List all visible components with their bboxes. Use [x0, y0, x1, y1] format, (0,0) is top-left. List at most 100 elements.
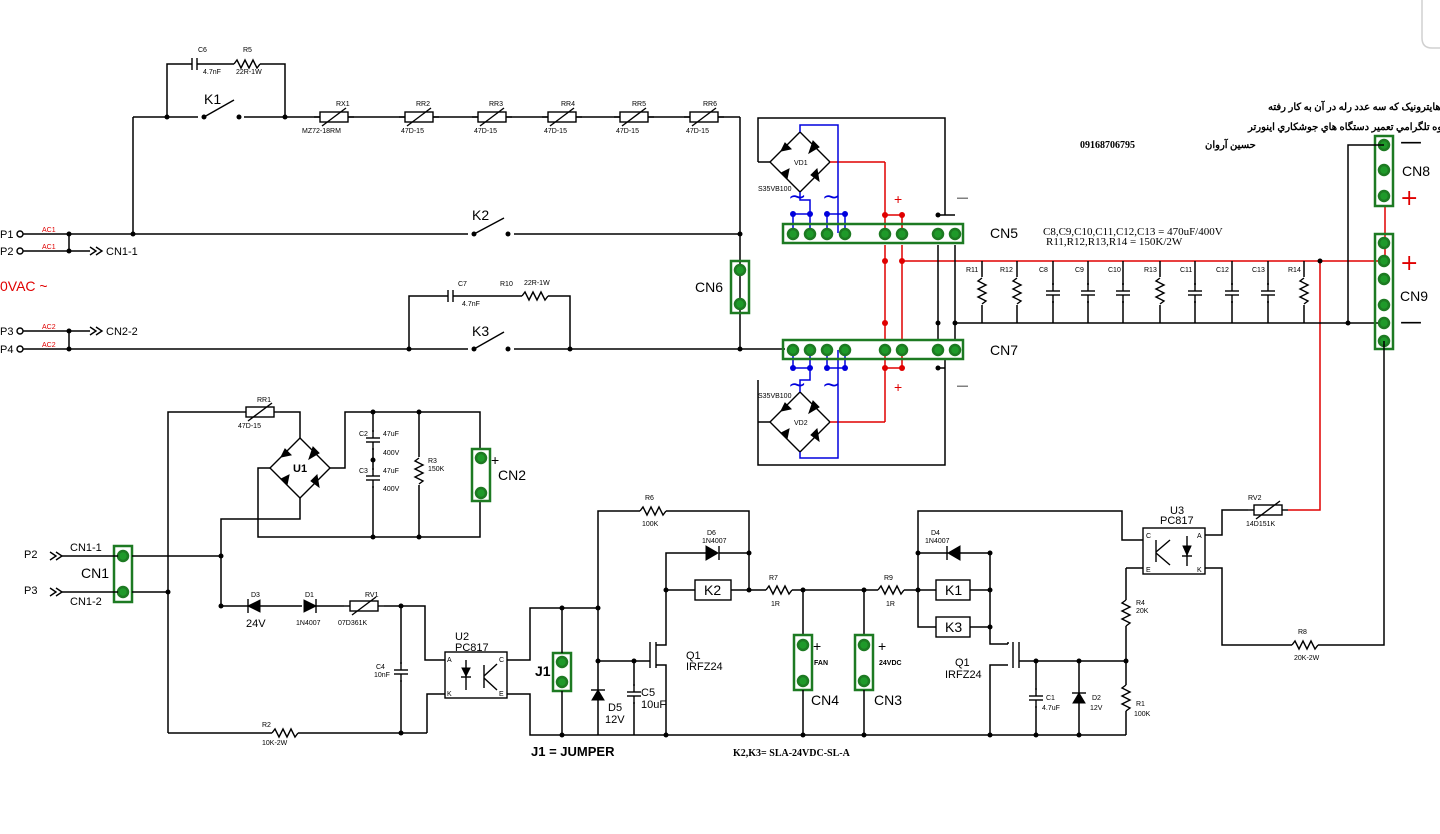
r2-label: R2 [262, 722, 271, 729]
cn8-connector[interactable]: — + CN8 [1347, 130, 1430, 323]
rv2-value: 14D151K [1246, 521, 1276, 528]
q1-value: IRFZ24 [686, 661, 723, 673]
c1-value: 4.7uF [1042, 705, 1060, 712]
u3-pin-k: K [1197, 567, 1202, 574]
cn6-connector[interactable]: CN6 [695, 259, 751, 315]
vd1-plus: + [894, 191, 902, 207]
d4-value: 1N4007 [925, 538, 950, 545]
u2-pin-c: C [499, 657, 504, 664]
rr2-value: 47D-15 [401, 128, 424, 135]
cn9-connector[interactable]: + — CN9 [1373, 232, 1428, 351]
page-corner [1421, 0, 1440, 49]
q1b-label: Q1 [955, 657, 970, 669]
p2-label: P2 [0, 246, 13, 258]
cn5-label: CN5 [990, 225, 1018, 241]
c4-value: 10nF [374, 672, 390, 679]
cn5-connector[interactable]: CN5 [781, 222, 1018, 245]
ac2-label-a: AC2 [42, 324, 56, 331]
rv1-value: 07D361K [338, 620, 368, 627]
cn3-24vdc: 24VDC [879, 660, 902, 667]
title-block: نقشه برد پاور آروين و هايترونيک که سه عد… [1080, 100, 1440, 151]
c7-value: 4.7nF [462, 301, 480, 308]
k2-coil: K2 [704, 582, 721, 598]
cn1-1-ref: CN1-1 [106, 246, 138, 258]
d5-label: D5 [608, 702, 622, 714]
j1-jumper[interactable]: J1 [535, 605, 573, 738]
cn2-label: CN2 [498, 467, 526, 483]
cn9-label: CN9 [1400, 288, 1428, 304]
cn2-2-ref: CN2-2 [106, 326, 138, 338]
capacitor-bank: R11 R12 C8 C9 C10 R13 C11 C12 C13 R14 [966, 258, 1351, 326]
rr6-label: RR6 [703, 101, 717, 108]
cn8-label: CN8 [1402, 163, 1430, 179]
cn4-connector[interactable]: + FAN CN4 [792, 590, 839, 738]
ac-tilde-2: ~ [822, 185, 840, 210]
d6-value: 1N4007 [702, 538, 727, 545]
d3-value: 24V [246, 618, 266, 630]
cn3-connector[interactable]: + 24VDC CN3 [853, 590, 902, 738]
r7-value: 1R [771, 601, 780, 608]
c4-label: C4 [376, 664, 385, 671]
rr5-value: 47D-15 [616, 128, 639, 135]
cap-note: C8,C9,C10,C11,C12,C13 = 470uF/400V [1043, 226, 1223, 238]
c2-value: 47uF [383, 431, 399, 438]
d6-label: D6 [707, 530, 716, 537]
r5-value: 22R-1W [236, 69, 262, 76]
u3-optocoupler: U3 PC817 C E A K RV2 14D151K R8 20K-2W [1142, 341, 1385, 662]
r8-label: R8 [1298, 629, 1307, 636]
u3-pin-a: A [1197, 533, 1202, 540]
cn4-plus: + [813, 638, 821, 654]
r2-value: 10K-2W [262, 740, 288, 747]
u2-pin-a: A [447, 657, 452, 664]
c3-label: C3 [359, 468, 368, 475]
cn2-plus: + [491, 452, 499, 468]
relay-note: K2,K3= SLA-24VDC-SL-A [733, 748, 851, 759]
relay-driver-left: R6 100K D5 12V C5 10uF Q1 IRFZ24 D6 1N40… [591, 495, 878, 738]
r1-value: 100K [1134, 711, 1151, 718]
r4-label: R4 [1136, 600, 1145, 607]
c6-value: 4.7nF [203, 69, 221, 76]
vd2-plus: + [894, 379, 902, 395]
k3-coil: K3 [945, 619, 962, 635]
input-section: P1 P2 P3 P4 0VAC ~ AC1 AC1 AC2 AC2 CN1-1… [0, 227, 785, 356]
rv2-label: RV2 [1248, 495, 1262, 502]
title-line-2: گروه تلگرامي تعمير دستگاه هاي جوشکاري اي… [1247, 120, 1440, 133]
ac2-label-b: AC2 [42, 342, 56, 349]
cn1-label: CN1 [81, 565, 109, 581]
r14-label: R14 [1288, 267, 1301, 274]
d3-label: D3 [251, 592, 260, 599]
cn4-label: CN4 [811, 692, 839, 708]
cn6-label: CN6 [695, 279, 723, 295]
k1-label: K1 [204, 91, 221, 107]
u1-label: U1 [293, 463, 307, 475]
r6-label: R6 [645, 495, 654, 502]
r11-label: R11 [966, 267, 978, 274]
r9-label: R9 [884, 575, 893, 582]
title-line-1: نقشه برد پاور آروين و هايترونيک که سه عد… [1268, 100, 1440, 113]
r3-value: 150K [428, 466, 445, 473]
cn1-connector[interactable]: CN1 [81, 544, 134, 604]
vd1-minus: — [957, 192, 968, 204]
inrush-limiter: C6 4.7nF R5 22R-1W K1 RX1 MZ72-18RM RR2 … [130, 47, 741, 349]
cn1-2-label: CN1-2 [70, 596, 102, 608]
d2-label: D2 [1092, 695, 1101, 702]
cn4-fan: FAN [814, 660, 828, 667]
c6-label: C6 [198, 47, 207, 54]
u2-optocoupler: U2 PC817 A K C E [444, 607, 1126, 736]
ac-tilde-3: ~ [788, 373, 806, 398]
cn8-minus: — [1400, 130, 1422, 155]
c10-label: C10 [1108, 267, 1121, 274]
cn2-connector[interactable]: + CN2 [470, 447, 526, 503]
r7-label: R7 [769, 575, 778, 582]
aux-supply: CN1 P2 P3 CN1-1 CN1-2 RR1 47D-15 U1 C2 [24, 397, 526, 747]
d1-label: D1 [305, 592, 314, 599]
r5-label: R5 [243, 47, 252, 54]
resistor-note: R11,R12,R13,R14 = 150K/2W [1046, 236, 1183, 248]
k3-label: K3 [472, 323, 489, 339]
cn7-connector[interactable]: CN7 [781, 338, 1018, 361]
p4-label: P4 [0, 344, 13, 356]
d1-value: 1N4007 [296, 620, 321, 627]
jumper-note: J1 = JUMPER [531, 744, 615, 759]
r10-label: R10 [500, 281, 513, 288]
cn3-label: CN3 [874, 692, 902, 708]
